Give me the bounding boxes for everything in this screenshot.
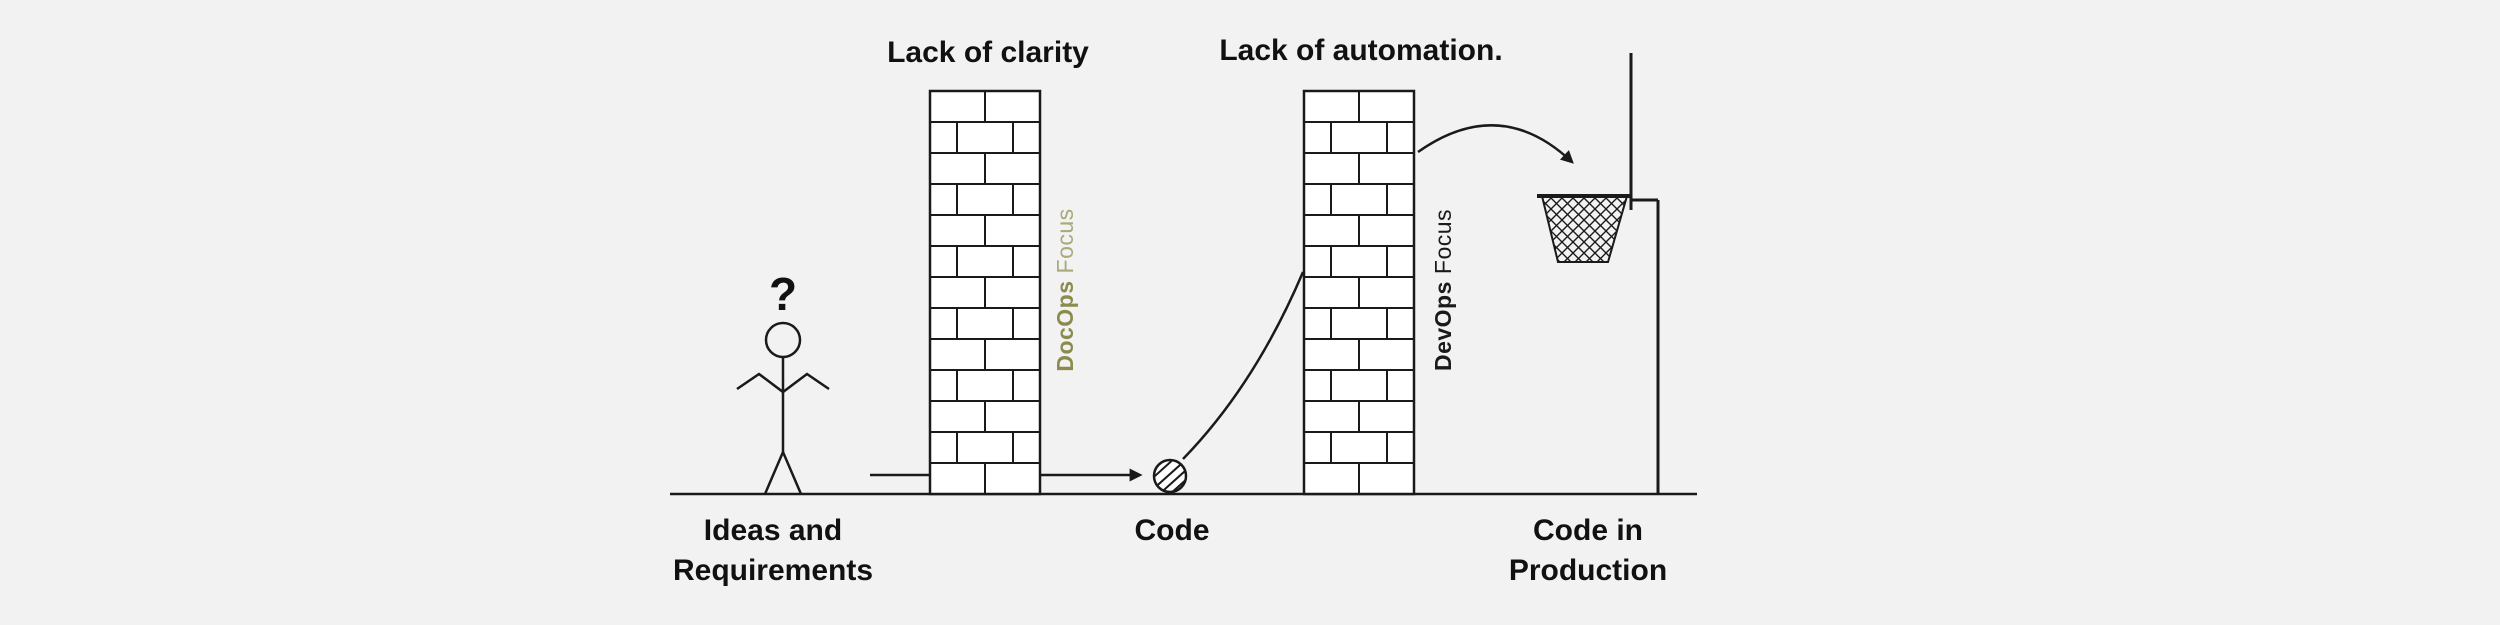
stick-figure-head	[764, 321, 802, 359]
wall-docops	[928, 89, 1042, 496]
docops-focus-word: Focus	[1052, 208, 1078, 273]
code-in-production-label-line2: Production	[1509, 554, 1667, 587]
wall-devops	[1302, 89, 1416, 496]
basketball-stripes	[1154, 460, 1186, 492]
basketball-hoop	[1537, 53, 1660, 494]
lack-of-clarity-label: Lack of clarity	[887, 36, 1089, 69]
trajectory-arc-1	[1182, 271, 1305, 460]
question-mark: ?	[769, 268, 797, 320]
ideas-requirements-label-line2: Requirements	[673, 554, 873, 587]
devops-word: DevOps	[1430, 281, 1456, 371]
devops-focus-word: Focus	[1430, 209, 1456, 274]
stage-labels: Ideas and Requirements Code Code in Prod…	[673, 514, 1667, 587]
stick-figure-legs	[763, 448, 803, 495]
stick-figure-arms	[736, 372, 830, 394]
devops-focus-label: DevOps Focus	[1430, 209, 1456, 371]
code-in-production-label-line1: Code in	[1533, 514, 1643, 547]
ideas-requirements-label-line1: Ideas and	[704, 514, 842, 547]
docops-word: DocOps	[1052, 280, 1078, 371]
docops-focus-label: DocOps Focus	[1052, 208, 1078, 371]
code-label: Code	[1135, 514, 1210, 547]
trajectory-arc-2	[1417, 124, 1574, 164]
lack-of-automation-label: Lack of automation.	[1219, 34, 1502, 67]
hoop-net	[1540, 195, 1629, 263]
stick-figure	[736, 321, 830, 495]
basketball	[1152, 458, 1188, 494]
